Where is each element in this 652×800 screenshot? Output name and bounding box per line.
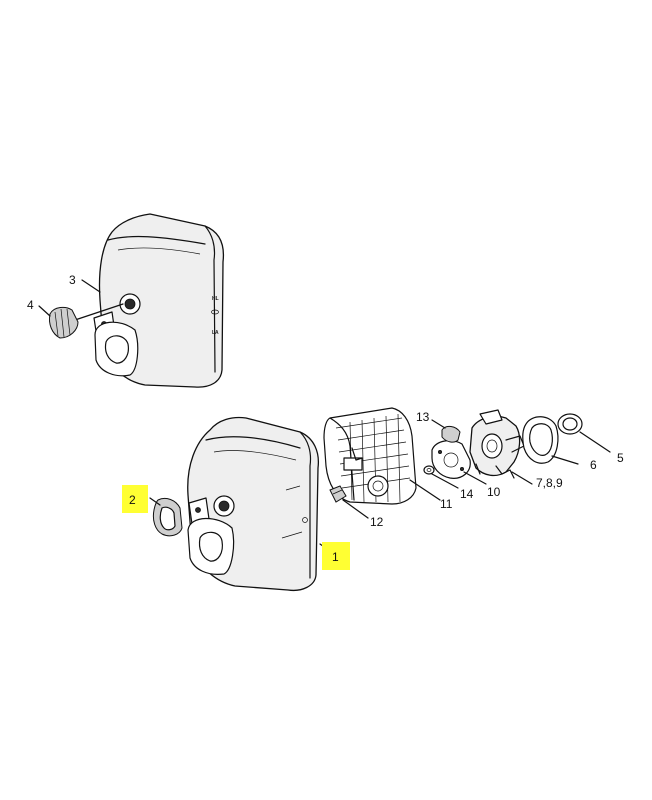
- ring-part-5: [557, 413, 611, 453]
- callout-1: 1: [332, 550, 339, 564]
- callout-4: 4: [27, 298, 34, 312]
- upper-cover-part-3: HL LA: [93, 213, 225, 388]
- leader-line-3: [81, 279, 101, 293]
- carburetor-parts-7-8-9: [469, 409, 533, 485]
- washer-part-14: [423, 465, 459, 489]
- carburetor-cover-part-1: [187, 416, 320, 592]
- cover-marking-hl: HL: [212, 296, 219, 302]
- callout-5: 5: [617, 451, 624, 465]
- cover-marking-la: LA: [212, 330, 219, 336]
- callout-6: 6: [590, 458, 597, 472]
- gasket-part-10: [431, 440, 487, 485]
- callout-10: 10: [487, 485, 501, 499]
- callout-13: 13: [416, 410, 430, 424]
- ring-gasket-part-6: [522, 416, 579, 465]
- callout-2: 2: [129, 493, 136, 507]
- highlight-box-2: [122, 485, 148, 513]
- plug-part-2: [149, 497, 183, 537]
- highlight-box-1: [322, 542, 350, 570]
- callout-7-8-9: 7,8,9: [536, 476, 563, 490]
- air-filter-part-11: [323, 407, 441, 505]
- seal-part-13: [431, 419, 461, 443]
- callout-3: 3: [69, 273, 76, 287]
- callout-14: 14: [460, 487, 474, 501]
- knob-part-4: [38, 303, 124, 339]
- screw-part-12: [329, 485, 369, 519]
- callout-12: 12: [370, 515, 384, 529]
- callout-11: 11: [440, 497, 453, 511]
